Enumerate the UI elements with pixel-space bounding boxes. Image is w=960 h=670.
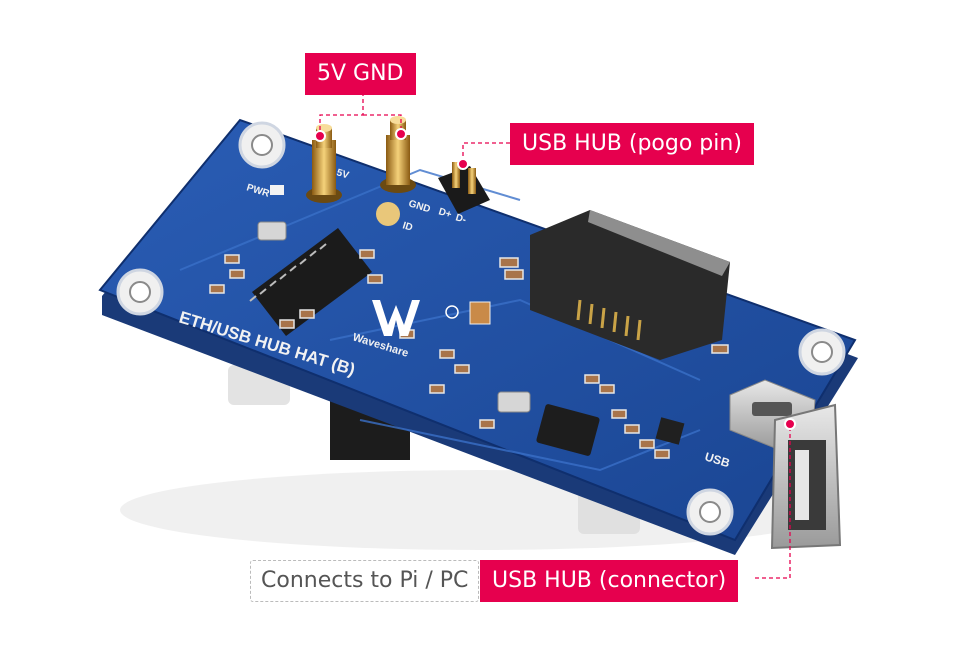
dplus-label: D+ — [437, 206, 453, 220]
usb-hub-chip — [249, 228, 372, 336]
crystal — [257, 221, 287, 241]
id-label: ID — [401, 220, 414, 233]
pwr-led — [270, 185, 284, 195]
qfn-chip — [536, 404, 600, 456]
usb-a-connector — [770, 403, 842, 550]
data-pogo-pins — [438, 162, 490, 214]
power-pins-callout: 5V GND — [305, 53, 416, 95]
connector-callout: USB HUB (connector) — [480, 560, 739, 602]
ethernet-jack — [530, 210, 730, 360]
5v-label: 5V — [335, 167, 350, 181]
waveshare-logo — [372, 300, 459, 336]
crystal — [497, 391, 531, 413]
leader-lines — [319, 92, 791, 579]
dminus-label: D- — [454, 212, 467, 226]
connects-to-callout: Connects to Pi / PC — [250, 560, 480, 602]
pogo-pin-callout: USB HUB (pogo pin) — [510, 123, 754, 165]
